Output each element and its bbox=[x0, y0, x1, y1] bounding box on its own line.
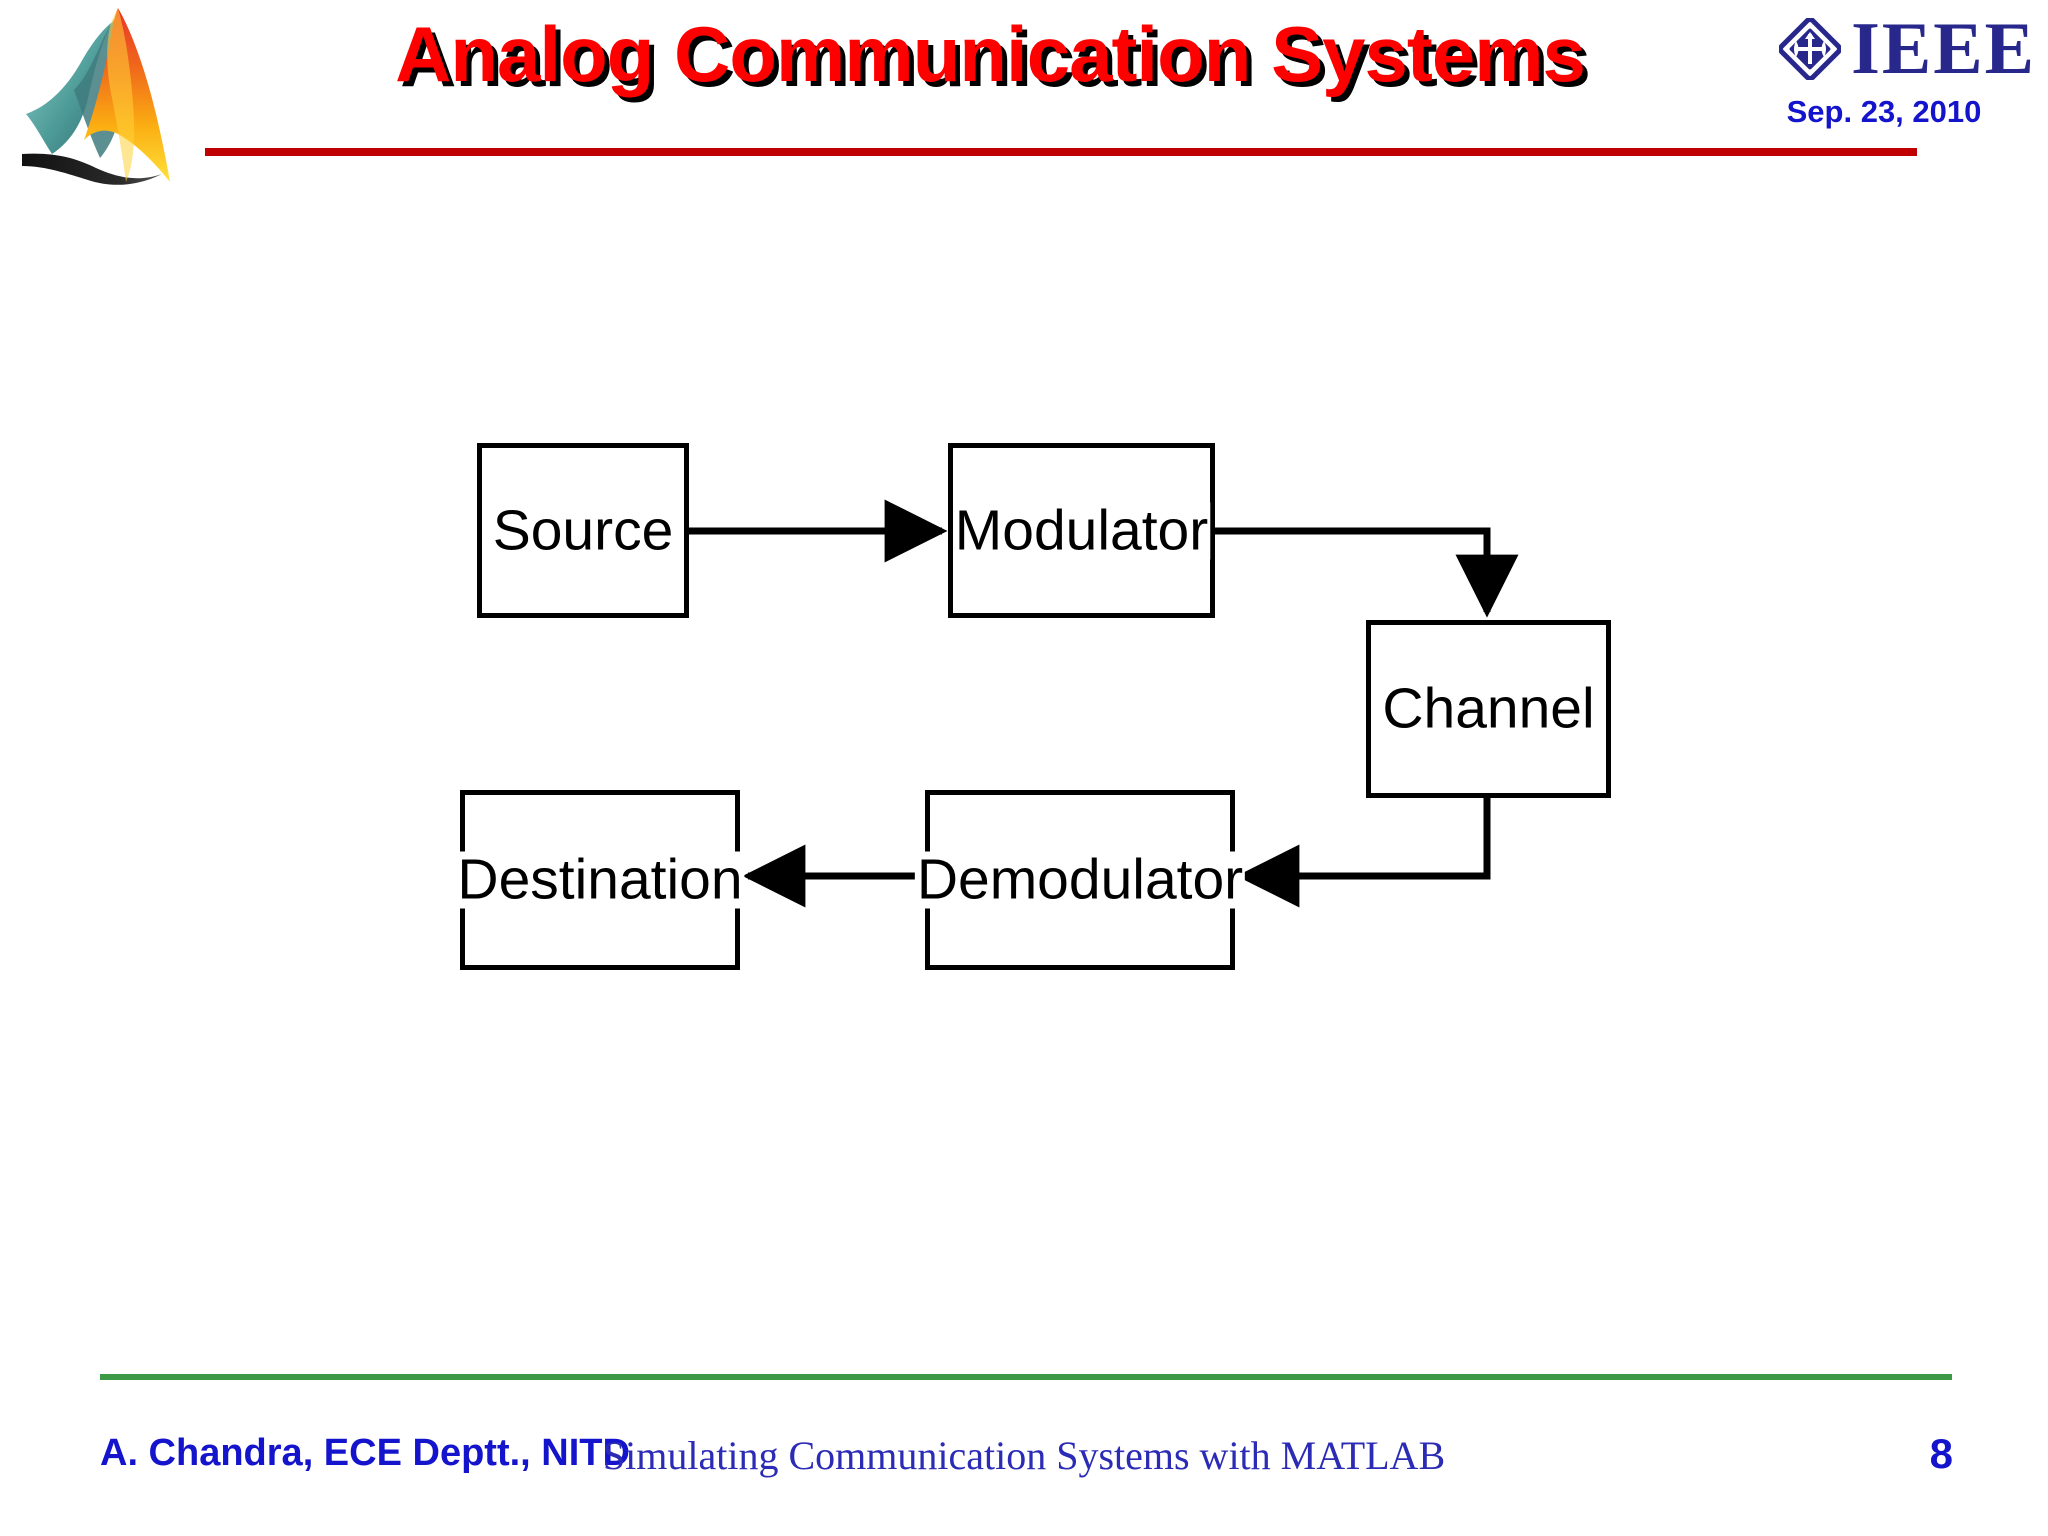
matlab-logo-icon bbox=[14, 2, 214, 202]
diagram-block-demodulator[interactable]: Demodulator bbox=[914, 790, 1246, 970]
diagram-block-channel[interactable]: Channel bbox=[1366, 620, 1611, 798]
presentation-date: Sep. 23, 2010 bbox=[1786, 94, 1982, 129]
ieee-branding: IEEE Sep. 23, 2010 bbox=[1746, 8, 2036, 138]
footer-author: A. Chandra, ECE Deptt., NITD bbox=[100, 1432, 630, 1474]
ieee-wordmark: IEEE bbox=[1851, 7, 2036, 90]
diagram-block-destination[interactable]: Destination bbox=[455, 790, 745, 970]
diagram-block-demodulator-label: Demodulator bbox=[914, 847, 1246, 912]
page-title: Analog Communication Systems bbox=[395, 10, 1586, 98]
footer-subject: Simulating Communication Systems with MA… bbox=[602, 1433, 1446, 1478]
diagram-block-source-label: Source bbox=[490, 498, 676, 562]
diagram-block-destination-label: Destination bbox=[455, 847, 745, 912]
ieee-diamond-icon bbox=[1778, 17, 1843, 81]
diagram-block-modulator-label: Modulator bbox=[952, 498, 1211, 562]
diagram-block-channel-label: Channel bbox=[1380, 676, 1597, 741]
header-divider bbox=[205, 148, 1917, 156]
footer-divider bbox=[100, 1374, 1952, 1380]
diagram-block-modulator[interactable]: Modulator bbox=[948, 443, 1215, 618]
page-number: 8 bbox=[1929, 1430, 1953, 1477]
diagram-block-source[interactable]: Source bbox=[477, 443, 689, 618]
